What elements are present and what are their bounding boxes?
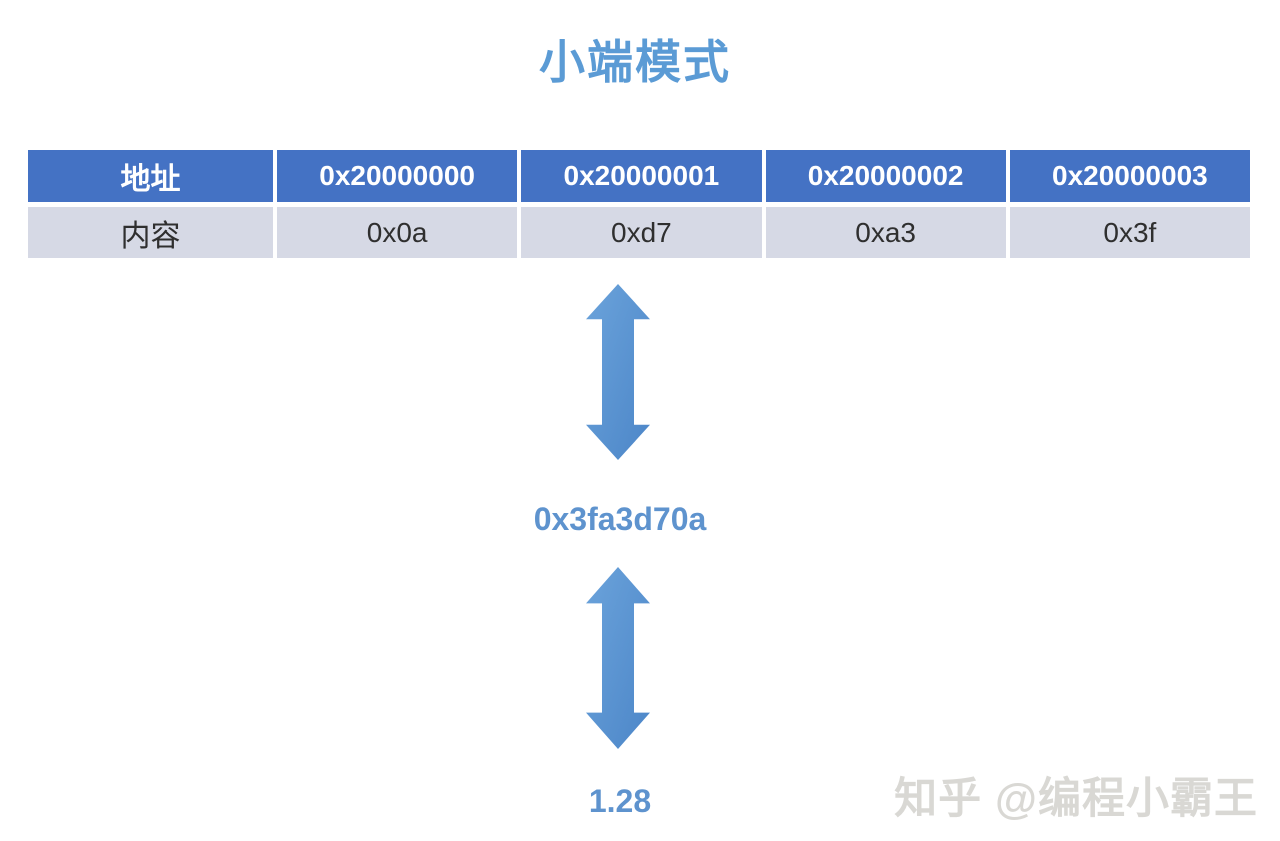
double-vertical-arrow-icon — [586, 567, 650, 749]
address-cell: 0x20000001 — [521, 150, 762, 202]
table-row-content: 内容 0x0a 0xd7 0xa3 0x3f — [28, 207, 1250, 258]
memory-table: 地址 0x20000000 0x20000001 0x20000002 0x20… — [28, 150, 1250, 258]
combined-hex-value: 0x3fa3d70a — [533, 501, 707, 537]
content-cell: 0xd7 — [521, 207, 762, 258]
page-title: 小端模式 — [539, 36, 731, 88]
table-row-address: 地址 0x20000000 0x20000001 0x20000002 0x20… — [28, 150, 1250, 202]
content-cell: 0x3f — [1009, 207, 1250, 258]
double-vertical-arrow-icon — [586, 284, 650, 460]
address-row-label: 地址 — [28, 150, 273, 202]
address-cell: 0x20000000 — [277, 150, 518, 202]
watermark: 知乎 @编程小霸王 — [894, 775, 1258, 823]
address-cell: 0x20000003 — [1009, 150, 1250, 202]
content-row-label: 内容 — [28, 207, 273, 258]
decoded-float-value: 1.28 — [588, 783, 652, 819]
content-cell: 0x0a — [277, 207, 518, 258]
content-cell: 0xa3 — [765, 207, 1006, 258]
address-cell: 0x20000002 — [765, 150, 1006, 202]
